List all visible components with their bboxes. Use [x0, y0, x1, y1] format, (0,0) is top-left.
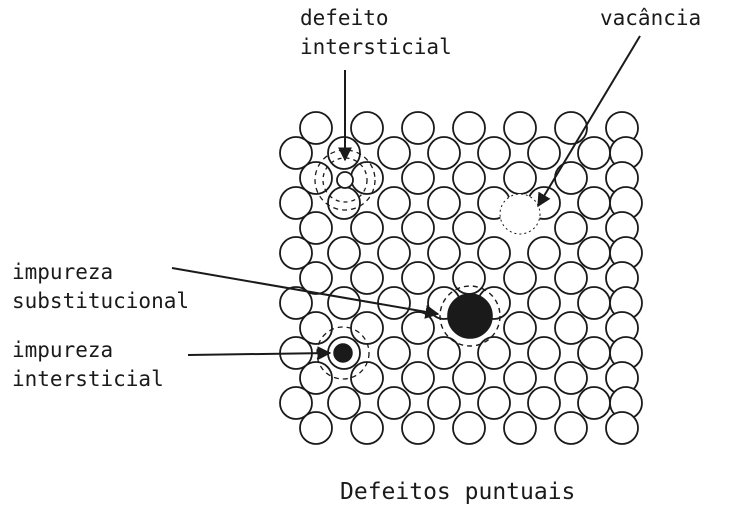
lattice-atom	[478, 387, 510, 419]
lattice-atom	[428, 187, 460, 219]
lattice-atom	[555, 412, 587, 444]
vacancy-site	[500, 194, 540, 234]
lattice-atom	[453, 362, 485, 394]
lattice-atom	[402, 412, 434, 444]
lattice-atom	[402, 312, 434, 344]
crystal-lattice	[280, 112, 642, 444]
lattice-atom	[504, 362, 536, 394]
lattice-atom	[351, 112, 383, 144]
lattice-atom	[528, 287, 560, 319]
lattice-atom	[555, 262, 587, 294]
interstitial-defect-label-line2: intersticial	[300, 33, 452, 62]
lattice-atom	[578, 337, 610, 369]
lattice-atom	[378, 237, 410, 269]
lattice-atom	[378, 187, 410, 219]
substitutional-impurity-label-line1: impureza	[12, 258, 189, 287]
lattice-atom	[555, 312, 587, 344]
lattice-atom	[528, 387, 560, 419]
lattice-atom	[351, 362, 383, 394]
interstitial-defect-atom	[337, 172, 353, 188]
lattice-atom	[300, 412, 332, 444]
lattice-atom	[453, 212, 485, 244]
lattice-atom	[555, 112, 587, 144]
lattice-atom	[351, 162, 383, 194]
vacancy-label-line1: vacância	[600, 4, 701, 33]
lattice-atom	[402, 112, 434, 144]
lattice-atom	[478, 237, 510, 269]
lattice-atom	[351, 412, 383, 444]
vacancy-label: vacância	[600, 4, 701, 33]
lattice-atom	[578, 137, 610, 169]
interstitial-impurity-label: impureza intersticial	[12, 336, 164, 394]
substitutional-impurity-label: impureza substitucional	[12, 258, 189, 316]
interstitial-defect-label-line1: defeito	[300, 4, 452, 33]
substitutional-impurity-atom	[448, 294, 492, 338]
lattice-atom	[578, 237, 610, 269]
interstitial-defect-label: defeito intersticial	[300, 4, 452, 62]
lattice-atom	[453, 112, 485, 144]
lattice-atom	[504, 312, 536, 344]
lattice-atom	[478, 137, 510, 169]
lattice-atom	[402, 362, 434, 394]
lattice-atom	[328, 187, 360, 219]
lattice-atom	[402, 212, 434, 244]
lattice-atom	[428, 237, 460, 269]
lattice-atom	[378, 387, 410, 419]
lattice-atom	[351, 212, 383, 244]
lattice-atom	[328, 387, 360, 419]
lattice-atom	[328, 237, 360, 269]
interstitial-impurity-label-line1: impureza	[12, 336, 164, 365]
lattice-atom	[453, 412, 485, 444]
figure-caption: Defeitos puntuais	[340, 478, 575, 507]
lattice-atom	[478, 337, 510, 369]
lattice-atom	[351, 262, 383, 294]
lattice-atom	[606, 412, 638, 444]
lattice-atom	[402, 262, 434, 294]
interstitial-impurity-atom	[334, 344, 352, 362]
lattice-atom	[528, 137, 560, 169]
substitutional-impurity-label-line2: substitucional	[12, 287, 189, 316]
lattice-atom	[428, 387, 460, 419]
lattice-atom	[528, 237, 560, 269]
interstitial-impurity-label-line2: intersticial	[12, 365, 164, 394]
lattice-atom	[428, 337, 460, 369]
lattice-atom	[378, 287, 410, 319]
lattice-atom	[504, 262, 536, 294]
lattice-atom	[504, 162, 536, 194]
lattice-atom	[504, 412, 536, 444]
lattice-atom	[453, 162, 485, 194]
lattice-atom	[402, 162, 434, 194]
lattice-atom	[378, 337, 410, 369]
lattice-atom	[578, 187, 610, 219]
lattice-atom	[351, 312, 383, 344]
lattice-atom	[378, 137, 410, 169]
lattice-atom	[555, 212, 587, 244]
lattice-atom	[328, 287, 360, 319]
lattice-atom	[428, 137, 460, 169]
lattice-atom	[578, 287, 610, 319]
lattice-atom	[555, 162, 587, 194]
lattice-atom	[555, 362, 587, 394]
lattice-atom	[528, 337, 560, 369]
lattice-atom	[504, 112, 536, 144]
lattice-atom	[578, 387, 610, 419]
